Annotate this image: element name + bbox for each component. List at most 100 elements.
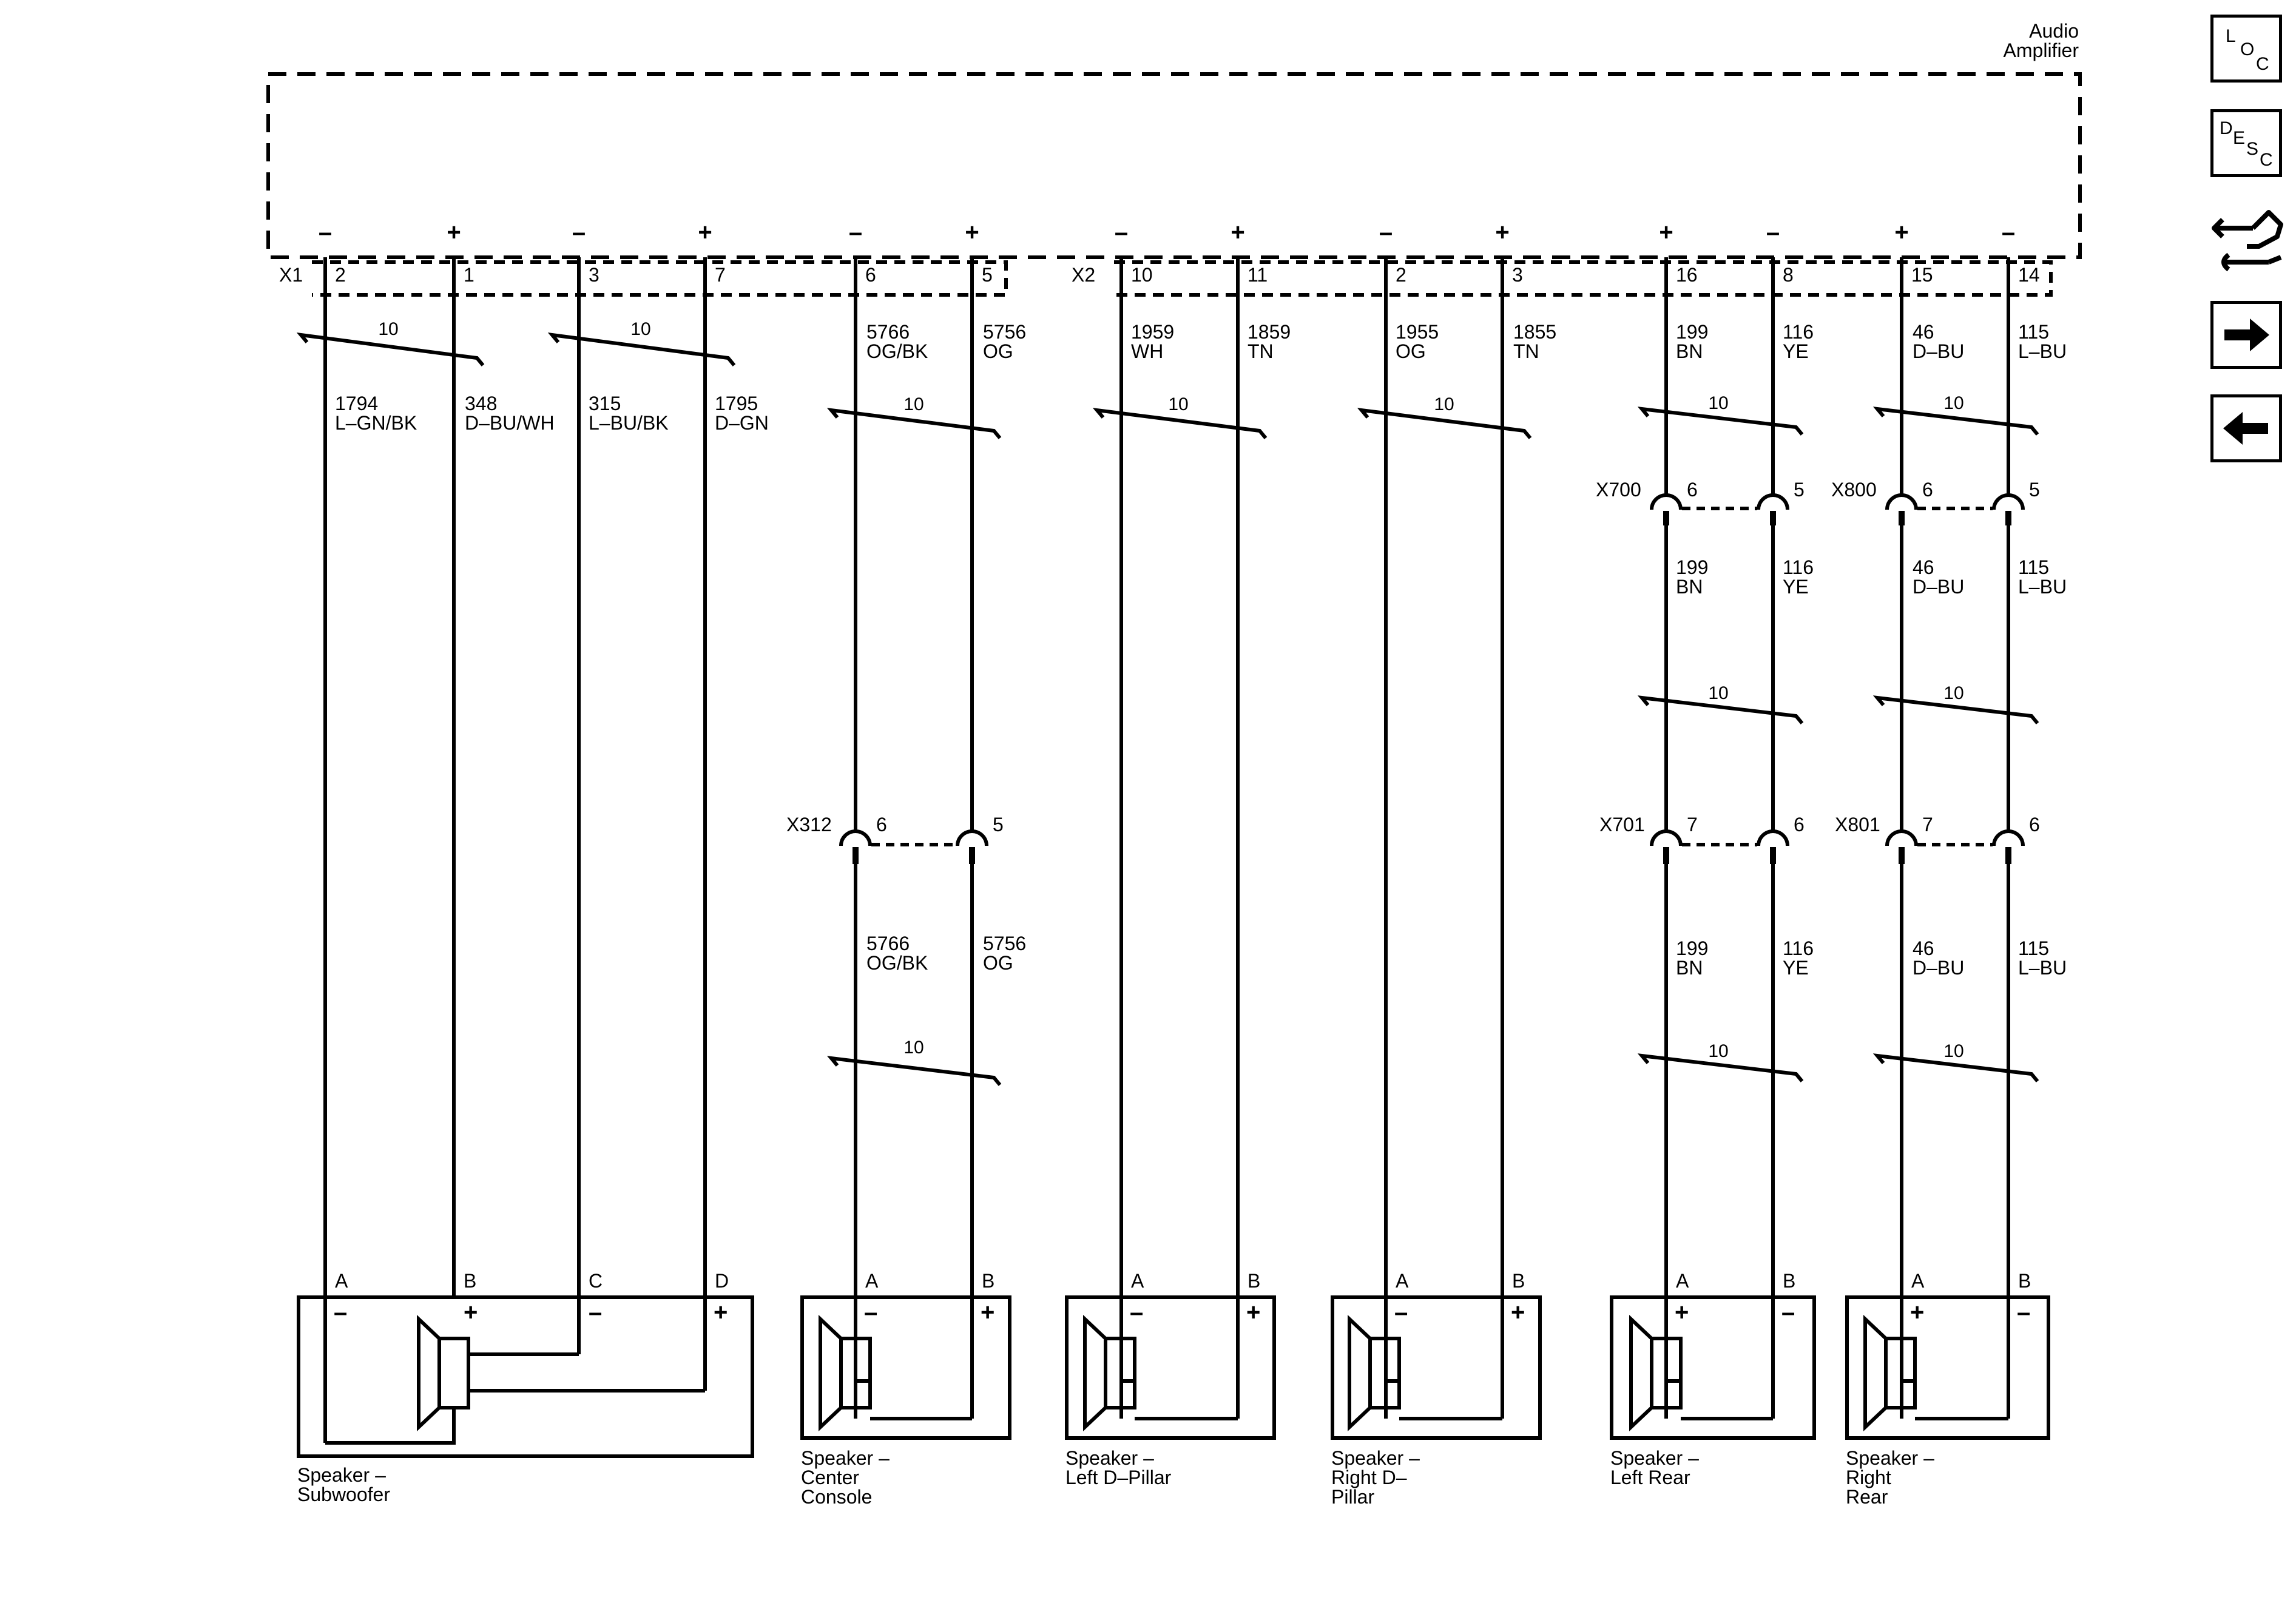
wire-color-label: WH (1131, 340, 1163, 362)
twist-markers (296, 333, 2039, 1086)
wire-circuit-label: 115 (2018, 556, 2049, 578)
amp-pin-sign: – (1115, 219, 1128, 246)
speaker-polarity: – (1130, 1299, 1143, 1326)
amp-pin-number: 14 (2018, 264, 2040, 286)
speaker-right-rear-label-2: Right (1846, 1467, 1891, 1488)
desc-button[interactable]: D E S C (2210, 109, 2282, 177)
speaker-polarity: – (1394, 1299, 1408, 1326)
amp-pin-number: 3 (1512, 264, 1523, 286)
wire-color-label: D–GN (715, 412, 769, 434)
wire-color-label: L–BU (2018, 957, 2067, 979)
wire-circuit-label: 199 (1676, 937, 1708, 959)
amp-pin-number: 3 (589, 264, 599, 286)
inline-pin: 5 (1794, 479, 1805, 501)
wire-circuit-label: 46 (1913, 937, 1934, 959)
speaker-pin-letter: B (1512, 1270, 1525, 1292)
prev-page-button[interactable] (2210, 394, 2282, 462)
speaker-subwoofer-label-2: Subwoofer (297, 1484, 390, 1505)
amp-pin-sign: + (1894, 219, 1908, 246)
amp-pin-number: 2 (1396, 264, 1406, 286)
speaker-polarity: – (864, 1299, 877, 1326)
amp-pin-number: 5 (982, 264, 993, 286)
speaker-pin-letter: B (464, 1270, 476, 1292)
wire-circuit-label: 315 (589, 393, 621, 414)
inline-connector-x700: X700 (1596, 479, 1641, 501)
speaker-left-rear-label-1: Speaker – (1610, 1447, 1699, 1469)
twist-label: 10 (903, 1038, 923, 1058)
inline-pin: 7 (1687, 814, 1698, 836)
wire-circuit-label: 116 (1783, 937, 1814, 959)
wire-circuit-label: 5756 (983, 933, 1026, 954)
connector-x2-band (1114, 260, 2053, 297)
desc-letter-e: E (2233, 128, 2245, 148)
amp-pin-sign: – (319, 219, 332, 246)
speaker-pin-letter: C (589, 1270, 603, 1292)
wire-color-label: L–BU (2018, 576, 2067, 598)
arrow-left-icon (2223, 412, 2268, 445)
wire-color-label: L–GN/BK (335, 412, 417, 434)
amp-pin-number: 7 (715, 264, 726, 286)
speaker-right-d-label-1: Speaker – (1331, 1447, 1420, 1469)
amp-pin-number: 6 (865, 264, 876, 286)
wire-color-label: L–BU (2018, 340, 2067, 362)
loc-letter-c: C (2256, 54, 2269, 74)
speaker-left-rear-label-2: Left Rear (1610, 1467, 1690, 1488)
loc-button[interactable]: L O C (2210, 15, 2282, 83)
twist-label: 10 (630, 319, 650, 339)
speaker-pin-letter: B (2018, 1270, 2031, 1292)
speaker-pin-letter: B (982, 1270, 994, 1292)
inline-connectors (839, 493, 2025, 846)
speaker-right-d-box (1331, 1295, 1542, 1440)
inline-pin: 6 (876, 814, 887, 836)
speaker-polarity: + (464, 1299, 478, 1326)
connector-tool-icon[interactable] (2210, 204, 2286, 277)
wire-circuit-label: 199 (1676, 556, 1708, 578)
amp-pin-number: 10 (1131, 264, 1153, 286)
wire-color-label: BN (1676, 340, 1703, 362)
twist-label: 10 (1708, 1041, 1728, 1061)
wire-color-label: BN (1676, 576, 1703, 598)
speaker-polarity: + (1910, 1299, 1924, 1326)
speaker-subwoofer-box (297, 1295, 754, 1458)
wire-circuit-label: 115 (2018, 937, 2049, 959)
twist-label: 10 (1434, 394, 1454, 414)
wire-color-label: OG/BK (866, 952, 928, 974)
speaker-center-label-1: Speaker – (801, 1447, 890, 1469)
wire-color-label: YE (1783, 957, 1809, 979)
next-page-button[interactable] (2210, 301, 2282, 369)
speaker-polarity: + (1246, 1299, 1260, 1326)
speaker-left-d-label-1: Speaker – (1065, 1447, 1154, 1469)
amp-pin-sign: – (1766, 219, 1780, 246)
inline-connector-x801: X801 (1835, 814, 1880, 836)
wire-color-label: D–BU (1913, 576, 1964, 598)
amp-pin-sign: + (1495, 219, 1509, 246)
wire-circuit-label: 1959 (1131, 321, 1174, 343)
amp-pin-sign: + (698, 219, 712, 246)
wire-circuit-label: 1855 (1513, 321, 1556, 343)
loc-letter-l: L (2226, 26, 2236, 46)
wire-circuit-label: 1859 (1248, 321, 1291, 343)
speaker-right-rear-label-1: Speaker – (1846, 1447, 1934, 1469)
inline-connector-x701: X701 (1599, 814, 1645, 836)
desc-letter-d: D (2220, 118, 2233, 138)
speaker-right-d-label-2: Right D– (1331, 1467, 1407, 1488)
wire-circuit-label: 199 (1676, 321, 1708, 343)
desc-letter-c: C (2260, 150, 2273, 170)
twist-label: 10 (903, 394, 923, 414)
wire-circuit-label: 348 (465, 393, 497, 414)
inline-pin: 7 (1922, 814, 1933, 836)
twist-label: 10 (1708, 393, 1728, 413)
amp-pin-sign: – (1379, 219, 1393, 246)
twist-label: 10 (1708, 683, 1728, 703)
speaker-polarity: + (714, 1299, 728, 1326)
speaker-pin-letter: A (1911, 1270, 1925, 1292)
speaker-pin-letter: B (1783, 1270, 1795, 1292)
wire-circuit-label: 116 (1783, 321, 1814, 343)
connector-x1-band (312, 260, 1008, 297)
wire-color-label: OG (1396, 340, 1426, 362)
wire-color-label: TN (1248, 340, 1274, 362)
speaker-left-d-box (1065, 1295, 1276, 1440)
amp-pin-sign: – (572, 219, 586, 246)
inline-pin: 6 (1687, 479, 1698, 501)
amplifier-title-2: Amplifier (2004, 39, 2079, 61)
